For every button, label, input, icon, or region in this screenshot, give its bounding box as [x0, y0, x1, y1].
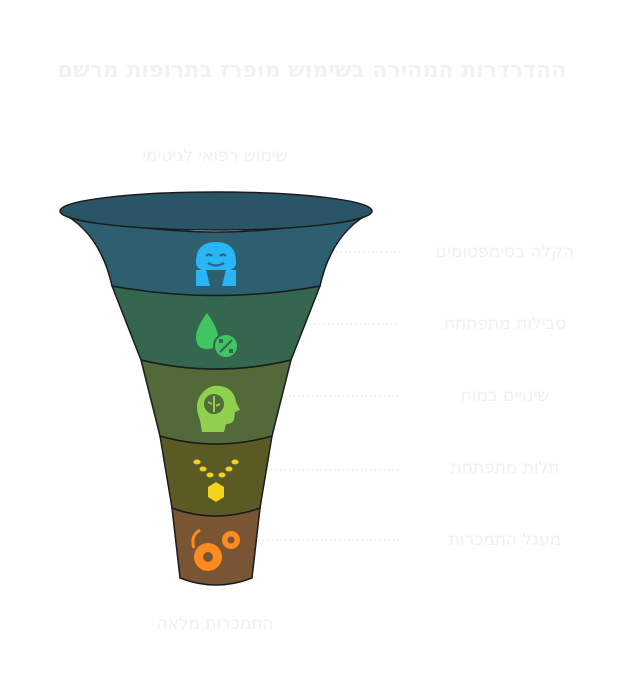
stage-label-2: סבילות מתפתחת	[443, 314, 567, 334]
stage-label-5: מעגל התמכרות	[448, 530, 562, 550]
diagram-title: ההדרדרות המהירה בשימוש מופרז בתרופות מרש…	[57, 58, 567, 83]
stage-label-4: תלות מתפתחת	[450, 458, 560, 478]
stage-label-3: שינויים במוח	[460, 386, 550, 406]
relief-person-icon	[196, 242, 236, 286]
funnel-segment-2	[110, 285, 322, 370]
funnel-top-label: שימוש רפואי לגיטימי	[142, 146, 288, 166]
chain-necklace-icon	[193, 459, 239, 502]
funnel-rim	[59, 191, 373, 231]
gears-cycle-icon	[191, 528, 240, 571]
funnel-segment-4	[159, 434, 273, 517]
drop-percent-icon	[196, 313, 239, 359]
stage-label-1: הקלה בסימפטומים	[435, 242, 575, 262]
brain-head-icon	[197, 385, 240, 432]
funnel-bottom-label: התמכרות מלאה	[156, 614, 274, 634]
